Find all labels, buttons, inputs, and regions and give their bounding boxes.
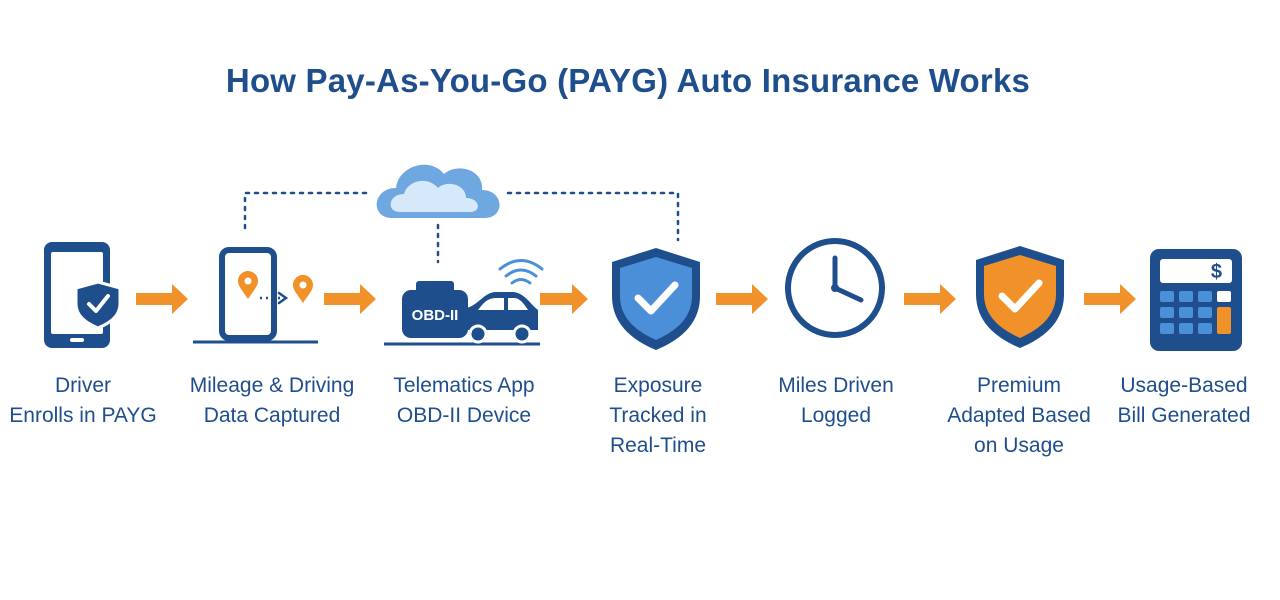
phone-shield-icon <box>44 242 122 348</box>
arrow-2-3-icon <box>324 284 376 314</box>
step-label-bill: Usage-Based Bill Generated <box>1117 374 1251 427</box>
clock-icon <box>785 238 885 338</box>
obd-car-signal-icon <box>384 259 544 346</box>
arrow-3-4-icon <box>540 284 588 314</box>
obd-badge-text: OBD-II <box>412 307 459 324</box>
arrow-6-7-icon <box>1084 284 1136 314</box>
step-label-data-captured: Mileage & Driving Data Captured <box>189 374 355 427</box>
shield-check-orange-icon <box>976 246 1064 348</box>
cloud-connector <box>243 164 680 264</box>
calculator-dollar-icon: $ <box>1150 249 1242 351</box>
arrow-1-2-icon <box>136 284 188 314</box>
arrow-5-6-icon <box>904 284 956 314</box>
step-label-telematics: Telematics App OBD-II Device <box>393 374 535 427</box>
flow-arrows <box>136 284 1136 314</box>
step-label-enroll: Driver Enrolls in PAYG <box>9 374 157 427</box>
step-label-exposure: Exposure Tracked in Real-Time <box>609 374 707 457</box>
cloud-icon <box>376 164 500 218</box>
svg-text:$: $ <box>1211 261 1222 283</box>
cloud-dotted-link-right <box>506 191 680 242</box>
arrow-4-5-icon <box>716 284 768 314</box>
step-label-miles-logged: Miles Driven Logged <box>778 374 894 427</box>
page-title: How Pay-As-You-Go (PAYG) Auto Insurance … <box>225 62 1031 99</box>
phone-location-pins-icon <box>193 247 318 344</box>
shield-check-blue-icon <box>612 248 700 350</box>
step-label-premium: Premium Adapted Based on Usage <box>947 374 1091 457</box>
cloud-dotted-link-left <box>243 191 372 230</box>
